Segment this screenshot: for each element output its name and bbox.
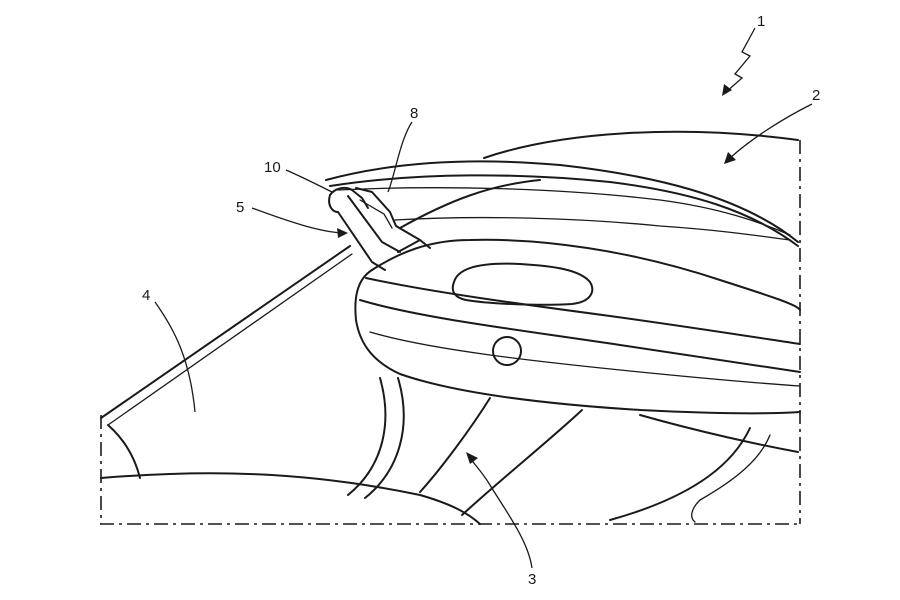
- leader-2-arrowhead: [724, 152, 736, 164]
- body-stripe-inner: [461, 409, 583, 516]
- housing-upper-line: [365, 277, 801, 345]
- arm-front-edge: [337, 211, 386, 271]
- spoiler-inner-line: [394, 216, 791, 241]
- rear-window: [100, 245, 353, 479]
- body-shoulder-line: [639, 414, 799, 453]
- leader-2: [729, 103, 813, 159]
- spoiler-front-lip: [329, 174, 799, 247]
- fender-curve-inner: [691, 434, 771, 523]
- spoiler-underside: [337, 187, 791, 236]
- leader-3-arrowhead: [466, 452, 478, 464]
- body-stripe-outer: [419, 397, 491, 493]
- reference-labels: 1 2 3 4 5 8 10: [142, 13, 820, 588]
- leader-10: [285, 169, 333, 193]
- rear-spoiler: [325, 130, 799, 247]
- housing-top: [371, 238, 801, 311]
- body-crease-left: [347, 377, 387, 496]
- leader-5: [251, 207, 344, 234]
- spoiler-root: [399, 179, 541, 229]
- label-10: 10: [264, 159, 281, 176]
- arm-rear-edge: [347, 195, 401, 253]
- section-frame: [100, 140, 801, 525]
- rear-window-edge-outer: [100, 245, 351, 419]
- trunk-lid-surface: [100, 472, 481, 525]
- lamp-oval: [451, 262, 594, 306]
- leader-3: [469, 457, 533, 569]
- label-1: 1: [757, 13, 765, 30]
- leader-8: [387, 121, 413, 193]
- support-mechanism: [328, 186, 431, 271]
- tail-light-housing: [354, 238, 801, 415]
- leader-lines: [154, 27, 813, 569]
- housing-mid-line: [359, 299, 801, 373]
- fender-curve: [609, 427, 751, 521]
- spoiler-top-surface: [483, 130, 799, 159]
- housing-outline: [354, 269, 801, 415]
- rear-window-edge-inner: [107, 253, 353, 426]
- window-lower-corner: [107, 424, 141, 479]
- actuator-detail: [359, 199, 393, 229]
- label-5: 5: [236, 199, 244, 216]
- leader-1-zigzag: [725, 27, 756, 93]
- leader-4: [154, 301, 196, 413]
- leader-1-arrowhead: [722, 84, 732, 96]
- spoiler-leading-edge: [325, 160, 799, 243]
- label-3: 3: [528, 571, 536, 588]
- reflector-circle: [492, 336, 522, 366]
- label-4: 4: [142, 287, 150, 304]
- rear-body: [100, 377, 799, 525]
- arm-head: [329, 186, 369, 209]
- arm-tip: [328, 194, 339, 213]
- label-8: 8: [410, 105, 418, 122]
- leader-5-arrowhead: [337, 228, 348, 238]
- housing-lower-line: [369, 331, 801, 387]
- body-crease-left-inner: [364, 377, 405, 499]
- label-2: 2: [812, 87, 820, 104]
- actuator-body: [355, 187, 421, 241]
